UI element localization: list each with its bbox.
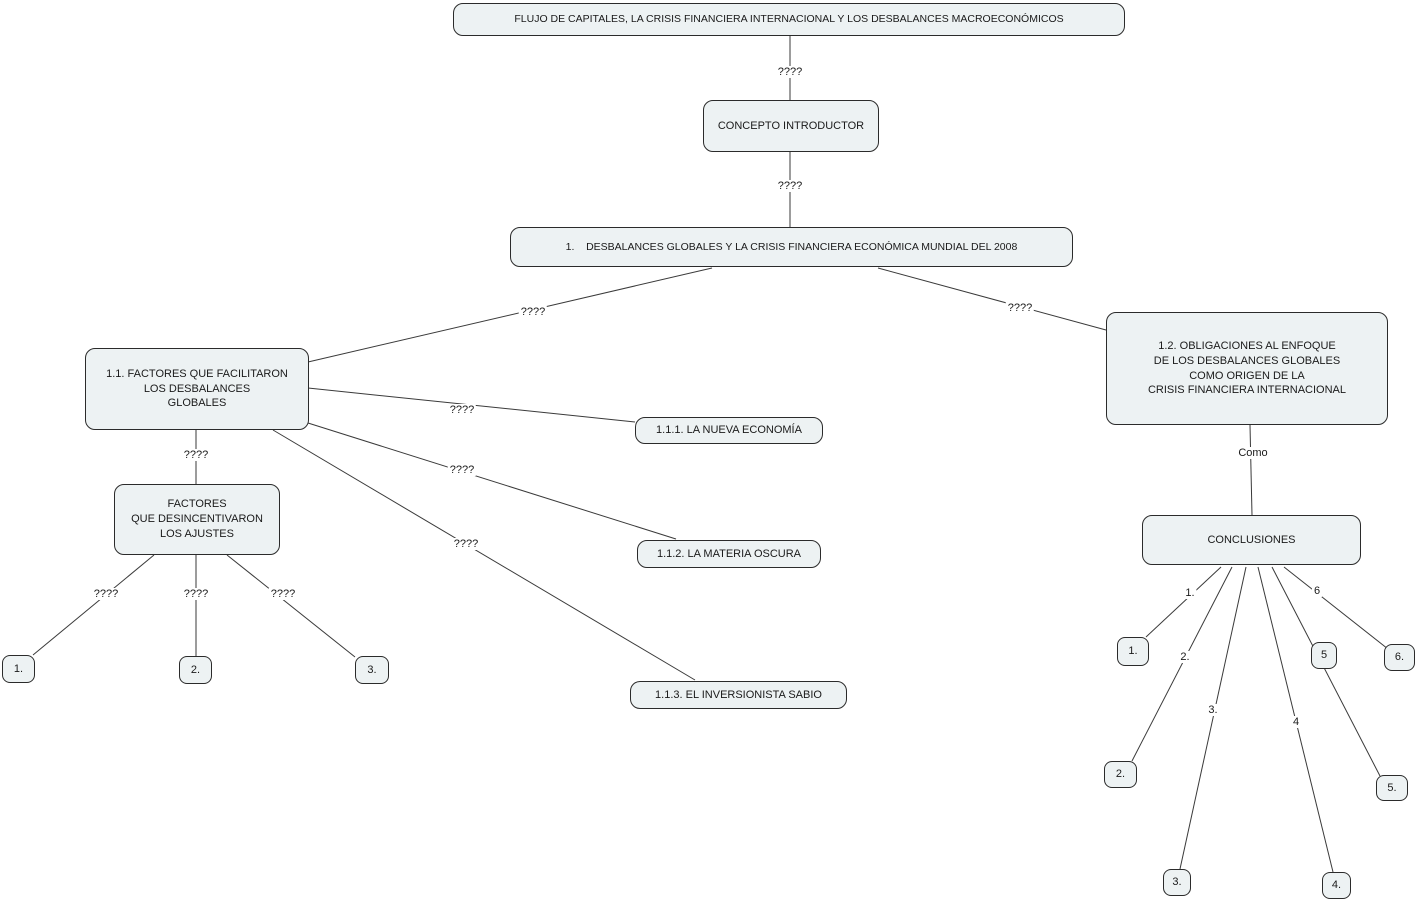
edge-line [307, 422, 677, 540]
node-factores-desincentivaron[interactable]: FACTORES QUE DESINCENTIVARON LOS AJUSTES [114, 484, 280, 555]
edge-label-conclusiones-5-box[interactable]: 5 [1311, 642, 1337, 669]
edge-line [226, 554, 356, 658]
node-obligaciones-enfoque[interactable]: 1.2. OBLIGACIONES AL ENFOQUE DE LOS DESB… [1106, 312, 1388, 425]
edge-line [1179, 566, 1247, 870]
edge-label-desbalances-obligaciones[interactable]: ???? [1005, 302, 1035, 314]
node-conclusiones[interactable]: CONCLUSIONES [1142, 515, 1361, 565]
edge-line [1145, 566, 1222, 638]
edge-line [1283, 566, 1389, 650]
edge-label-conclusiones-1[interactable]: 1. [1183, 587, 1197, 599]
node-concepto-introductor[interactable]: CONCEPTO INTRODUCTOR [703, 100, 879, 152]
edge-label-factores-nueva-economia[interactable]: ???? [447, 404, 477, 416]
node-conclusion-4[interactable]: 4. [1322, 872, 1351, 899]
node-desbalances-globales[interactable]: 1. DESBALANCES GLOBALES Y LA CRISIS FINA… [510, 227, 1073, 267]
edge-label-como[interactable]: Como [1236, 447, 1270, 459]
edge-line [272, 429, 696, 681]
node-inversionista-sabio[interactable]: 1.1.3. EL INVERSIONISTA SABIO [630, 681, 847, 709]
edge-label-conclusiones-4[interactable]: 4 [1290, 716, 1302, 728]
edge-label-factores-materia-oscura[interactable]: ???? [447, 464, 477, 476]
edge-line [877, 267, 1107, 331]
edge-label-desbalances-factores[interactable]: ???? [518, 306, 548, 318]
node-factores-facilitaron[interactable]: 1.1. FACTORES QUE FACILITARON LOS DESBAL… [85, 348, 309, 430]
edge-line [32, 554, 155, 656]
node-conclusion-6[interactable]: 6. [1384, 644, 1415, 671]
edge-label-conclusiones-3[interactable]: 3. [1206, 704, 1220, 716]
edge-label-factores-inversionista[interactable]: ???? [451, 538, 481, 550]
edge-line [1271, 566, 1381, 777]
node-conclusion-5[interactable]: 5. [1376, 775, 1408, 801]
edge-label-desincentivaron-2[interactable]: ???? [181, 588, 211, 600]
edge-label-titulo-concepto[interactable]: ???? [775, 66, 805, 78]
node-materia-oscura[interactable]: 1.1.2. LA MATERIA OSCURA [637, 540, 821, 568]
edge-label-desincentivaron-3[interactable]: ???? [268, 588, 298, 600]
edge-line [307, 267, 713, 363]
edge-label-factores-desincentivaron[interactable]: ???? [181, 449, 211, 461]
edge-line [1131, 566, 1233, 762]
node-ajuste-2[interactable]: 2. [179, 656, 212, 684]
edge-line [1249, 424, 1253, 516]
edge-label-conclusiones-6[interactable]: 6 [1311, 585, 1323, 597]
node-title[interactable]: FLUJO DE CAPITALES, LA CRISIS FINANCIERA… [453, 3, 1125, 36]
node-nueva-economia[interactable]: 1.1.1. LA NUEVA ECONOMÍA [635, 417, 823, 444]
node-conclusion-1[interactable]: 1. [1117, 637, 1149, 666]
edge-label-desincentivaron-1[interactable]: ???? [91, 588, 121, 600]
edge-label-concepto-desbalances[interactable]: ???? [775, 180, 805, 192]
node-ajuste-3[interactable]: 3. [355, 656, 389, 684]
node-ajuste-1[interactable]: 1. [2, 655, 35, 683]
node-conclusion-2[interactable]: 2. [1104, 761, 1137, 788]
edge-label-conclusiones-2[interactable]: 2. [1178, 651, 1192, 663]
node-conclusion-3[interactable]: 3. [1163, 869, 1191, 896]
